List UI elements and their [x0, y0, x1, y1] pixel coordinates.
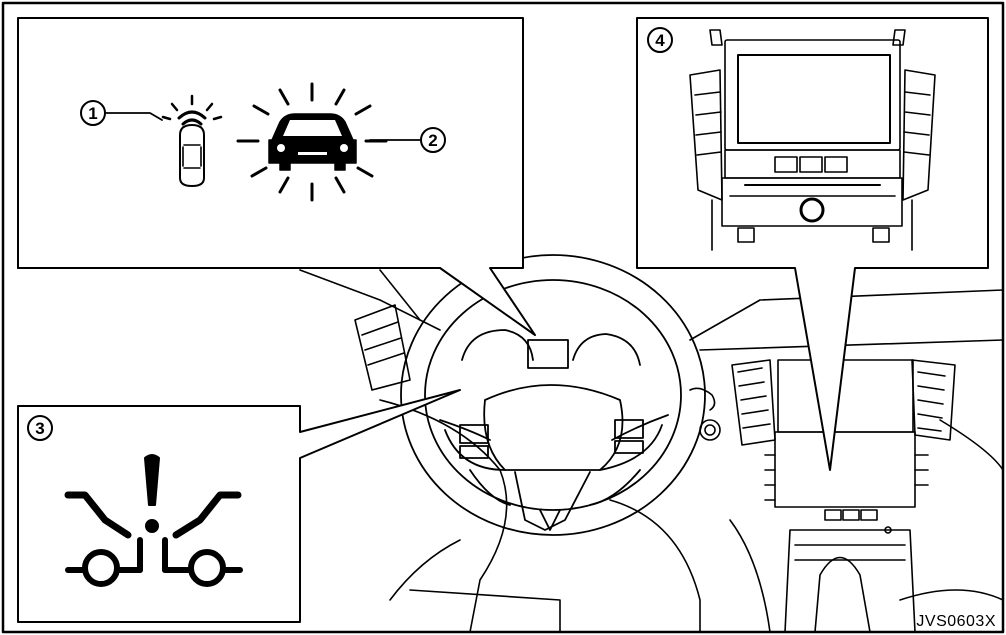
- side-radar-vehicle-icon: [104, 94, 223, 187]
- center-display-unit: [689, 29, 936, 251]
- callout-1-number: 1: [88, 104, 97, 123]
- panel-collision-warning: [17, 389, 461, 623]
- control-knob: [799, 197, 825, 223]
- callout-2-marker: 2: [420, 127, 446, 153]
- callout-1-marker: 1: [80, 100, 106, 126]
- front-vehicle-flashing-icon: [236, 82, 421, 202]
- callout-4-marker: 4: [647, 27, 673, 53]
- callout-3-number: 3: [35, 419, 44, 438]
- callout-2-number: 2: [428, 131, 437, 150]
- cockpit-illustration: [299, 269, 1004, 633]
- center-console: [731, 359, 956, 633]
- callout-4-number: 4: [655, 31, 665, 50]
- callout-3-marker: 3: [27, 415, 53, 441]
- collision-warning-icon: [64, 454, 243, 587]
- left-side-vent: [354, 304, 411, 391]
- display-screen: [737, 54, 891, 144]
- panel-front-vehicle-indicators: [17, 17, 536, 336]
- steering-hub: [483, 384, 624, 471]
- figure-reference-code: JVS0603X: [916, 613, 996, 630]
- steering-wheel: [400, 254, 706, 536]
- dash-knob: [699, 419, 721, 441]
